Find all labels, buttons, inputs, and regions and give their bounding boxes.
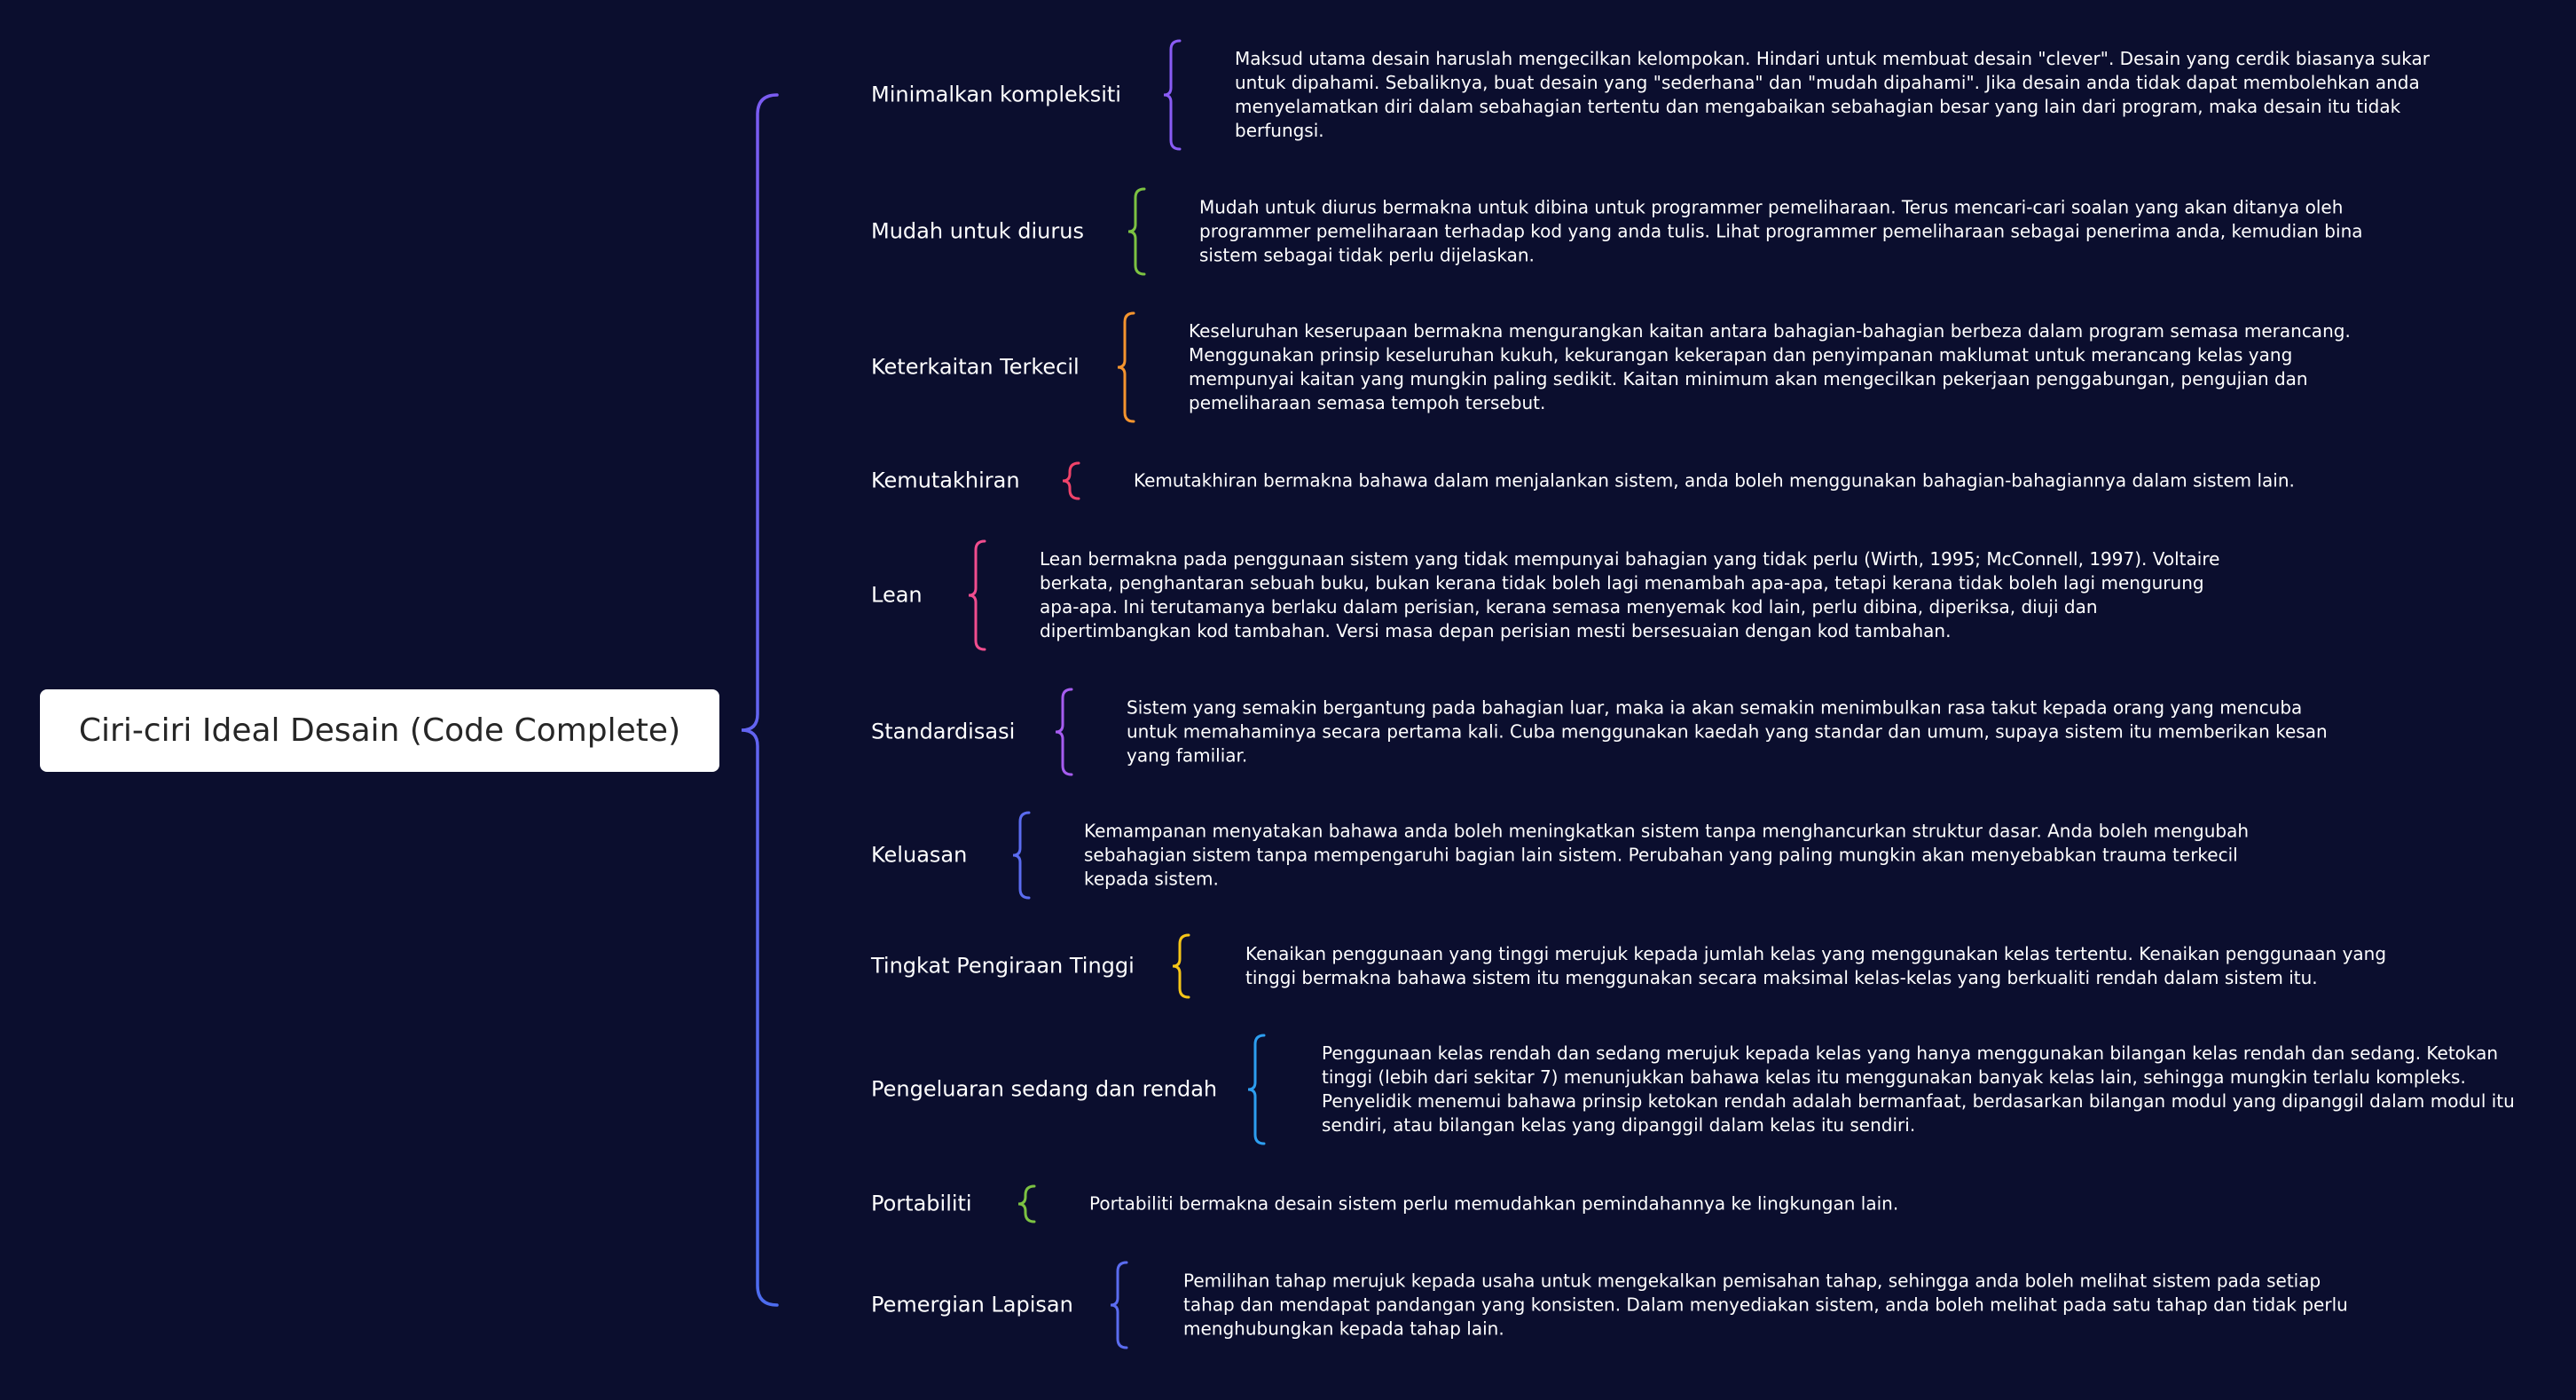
branch-detail-kemutakhiran[interactable]: Kemutakhiran bermakna bahawa dalam menja… [1134, 469, 2295, 492]
branch-topic-standardisasi[interactable]: Standardisasi [871, 719, 1016, 744]
branch-brace-kemutakhiran [1062, 461, 1080, 500]
branch-detail-keluasan[interactable]: Kemampanan menyatakan bahawa anda boleh … [1084, 820, 2250, 890]
central-topic[interactable]: Ciri-ciri Ideal Desain (Code Complete) [40, 689, 719, 772]
branch-brace-keluasan [1012, 811, 1031, 900]
branch-brace-keterkaitan-terkecil [1117, 311, 1135, 423]
branch-detail-tingkat-pengiraan-tinggi[interactable]: Kenaikan penggunaan yang tinggi merujuk … [1245, 943, 2387, 988]
branch-brace-pengeluaran-sedang-dan-rendah [1247, 1034, 1266, 1145]
branch-detail-minimalkan-kompleksiti[interactable]: Maksud utama desain haruslah mengecilkan… [1235, 48, 2430, 141]
branch-detail-lean[interactable]: Lean bermakna pada penggunaan sistem yan… [1040, 548, 2220, 641]
branch-topic-minimalkan-kompleksiti[interactable]: Minimalkan kompleksiti [871, 82, 1121, 107]
branch-detail-portabiliti[interactable]: Portabiliti bermakna desain sistem perlu… [1089, 1192, 1899, 1215]
branch-topic-lean[interactable]: Lean [871, 582, 923, 608]
branch-brace-portabiliti [1017, 1184, 1036, 1223]
branch-detail-keterkaitan-terkecil[interactable]: Keseluruhan keserupaan bermakna menguran… [1189, 320, 2351, 413]
branch-topic-keluasan[interactable]: Keluasan [871, 842, 968, 868]
branch-detail-mudah-untuk-diurus[interactable]: Mudah untuk diurus bermakna untuk dibina… [1199, 196, 2363, 266]
branch-brace-pemergian-lapisan [1110, 1261, 1128, 1349]
branch-topic-keterkaitan-terkecil[interactable]: Keterkaitan Terkecil [871, 354, 1080, 380]
branch-brace-mudah-untuk-diurus [1127, 187, 1146, 276]
branch-topic-portabiliti[interactable]: Portabiliti [871, 1191, 972, 1216]
branch-brace-standardisasi [1055, 688, 1073, 776]
main-branch-brace [741, 93, 779, 1307]
branch-brace-minimalkan-kompleksiti [1163, 39, 1182, 151]
branch-detail-standardisasi[interactable]: Sistem yang semakin bergantung pada baha… [1127, 696, 2328, 767]
branch-topic-pengeluaran-sedang-dan-rendah[interactable]: Pengeluaran sedang dan rendah [871, 1076, 1218, 1102]
branch-brace-tingkat-pengiraan-tinggi [1172, 933, 1190, 999]
central-topic-title: Ciri-ciri Ideal Desain (Code Complete) [78, 712, 681, 749]
branch-detail-pengeluaran-sedang-dan-rendah[interactable]: Penggunaan kelas rendah dan sedang meruj… [1322, 1042, 2515, 1136]
branch-topic-kemutakhiran[interactable]: Kemutakhiran [871, 468, 1020, 493]
branch-topic-mudah-untuk-diurus[interactable]: Mudah untuk diurus [871, 218, 1084, 244]
branch-topic-pemergian-lapisan[interactable]: Pemergian Lapisan [871, 1292, 1073, 1317]
branch-brace-lean [968, 539, 986, 651]
branch-topic-tingkat-pengiraan-tinggi[interactable]: Tingkat Pengiraan Tinggi [871, 953, 1135, 979]
branch-detail-pemergian-lapisan[interactable]: Pemilihan tahap merujuk kepada usaha unt… [1183, 1270, 2348, 1340]
